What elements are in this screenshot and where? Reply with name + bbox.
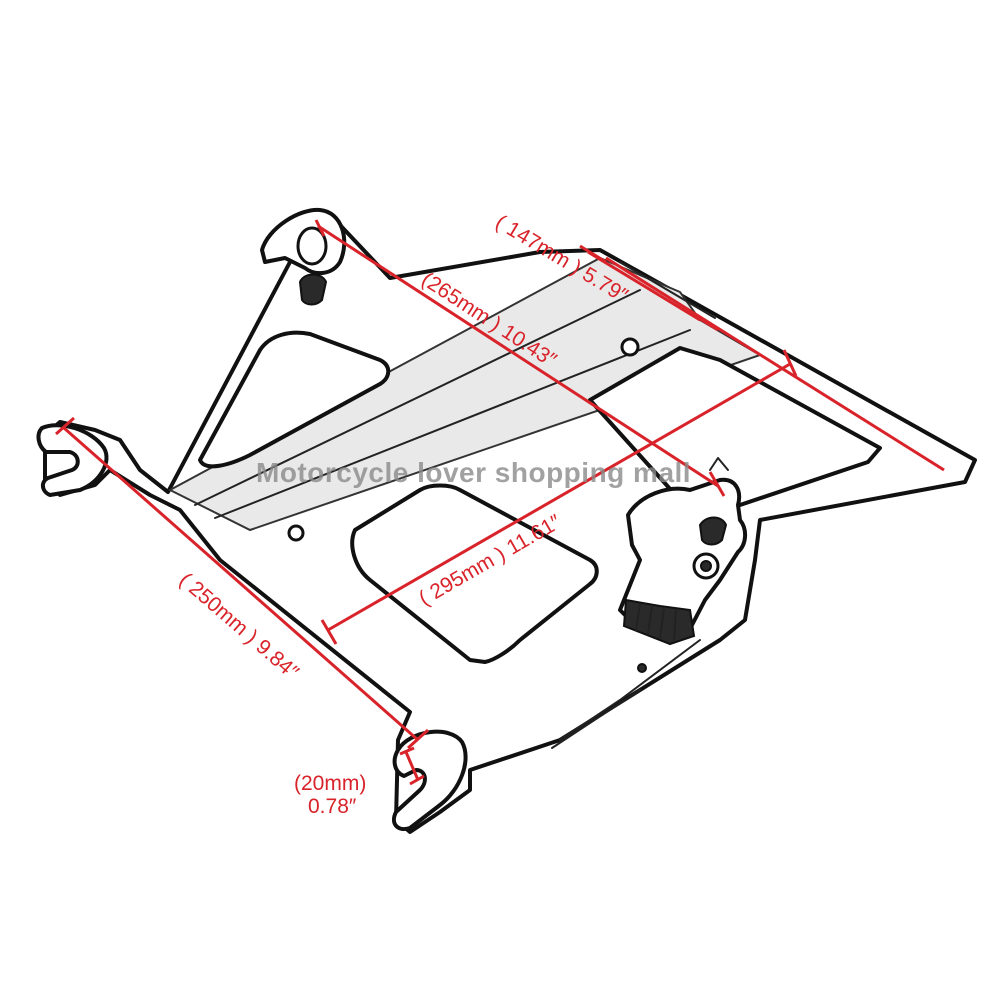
top-edge-detail <box>619 261 716 319</box>
dim-tick-147-a <box>579 244 607 264</box>
left-fork-hook <box>36 423 109 497</box>
dim-tick-295-a <box>320 619 338 645</box>
rail-edge-line <box>194 289 641 506</box>
dim-line-147 <box>587 250 701 322</box>
latch-pivot-screw <box>700 560 712 572</box>
dim-line-295 <box>327 362 791 632</box>
mount-hole-top <box>620 337 640 357</box>
bottom-fork-hook <box>391 729 468 831</box>
dim-tick-250-b <box>406 728 430 750</box>
dim-tick-295-b <box>782 349 798 377</box>
dim-tick-20-b <box>409 774 425 786</box>
dim-tick-265-a <box>314 219 326 237</box>
mount-hole-left <box>287 524 305 542</box>
left-cutout <box>198 330 391 469</box>
top-mount-hole <box>296 226 328 266</box>
latch-knob <box>698 516 728 546</box>
top-mount-knob <box>298 273 328 306</box>
dim-tick-147-b <box>691 312 719 332</box>
center-cutout <box>350 483 599 664</box>
dim-line-20 <box>404 751 420 781</box>
dim-line-250 <box>63 426 419 742</box>
latch-grip-ridges <box>635 603 677 641</box>
dim-label-20-in: 0.78″ <box>308 795 357 818</box>
rail-edge-line-2 <box>214 329 691 519</box>
latch-tab <box>709 457 729 471</box>
mount-hole-bottom <box>637 663 647 673</box>
dim-line-right-edge <box>605 256 945 472</box>
dim-tick-20-a <box>399 746 415 756</box>
dim-tick-265-b <box>708 471 726 497</box>
dimension-lines <box>55 219 945 786</box>
dim-label-20-mm: (20mm) <box>294 772 366 795</box>
dim-tick-250-a <box>55 416 75 436</box>
bottom-edge-detail-2 <box>551 689 641 749</box>
watermark-text: Motorcycle lover shopping mall <box>256 457 691 488</box>
bottom-edge-detail <box>559 639 701 741</box>
